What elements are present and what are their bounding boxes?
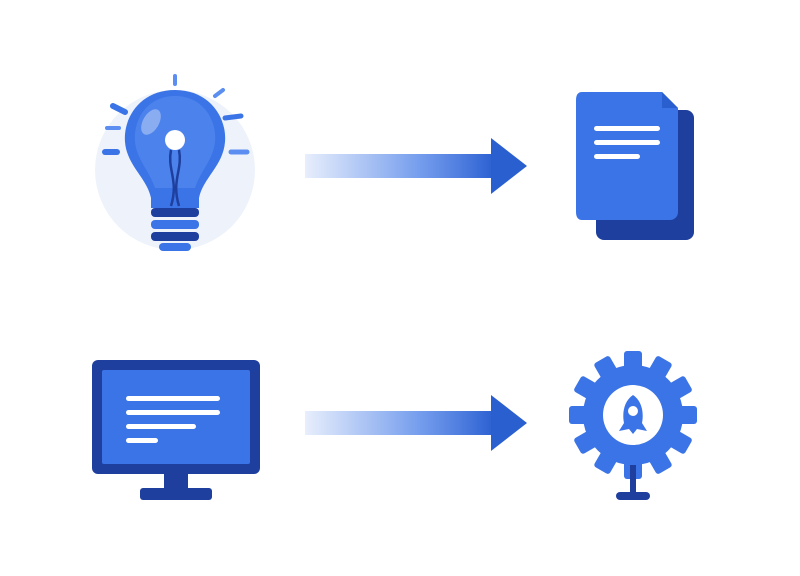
arrow-right-icon xyxy=(305,395,527,451)
monitor-icon xyxy=(90,358,262,502)
document-icon xyxy=(574,90,698,242)
arrow-right-icon xyxy=(305,138,527,194)
lightbulb-icon xyxy=(95,70,265,260)
gear-rocket-icon xyxy=(566,348,700,504)
